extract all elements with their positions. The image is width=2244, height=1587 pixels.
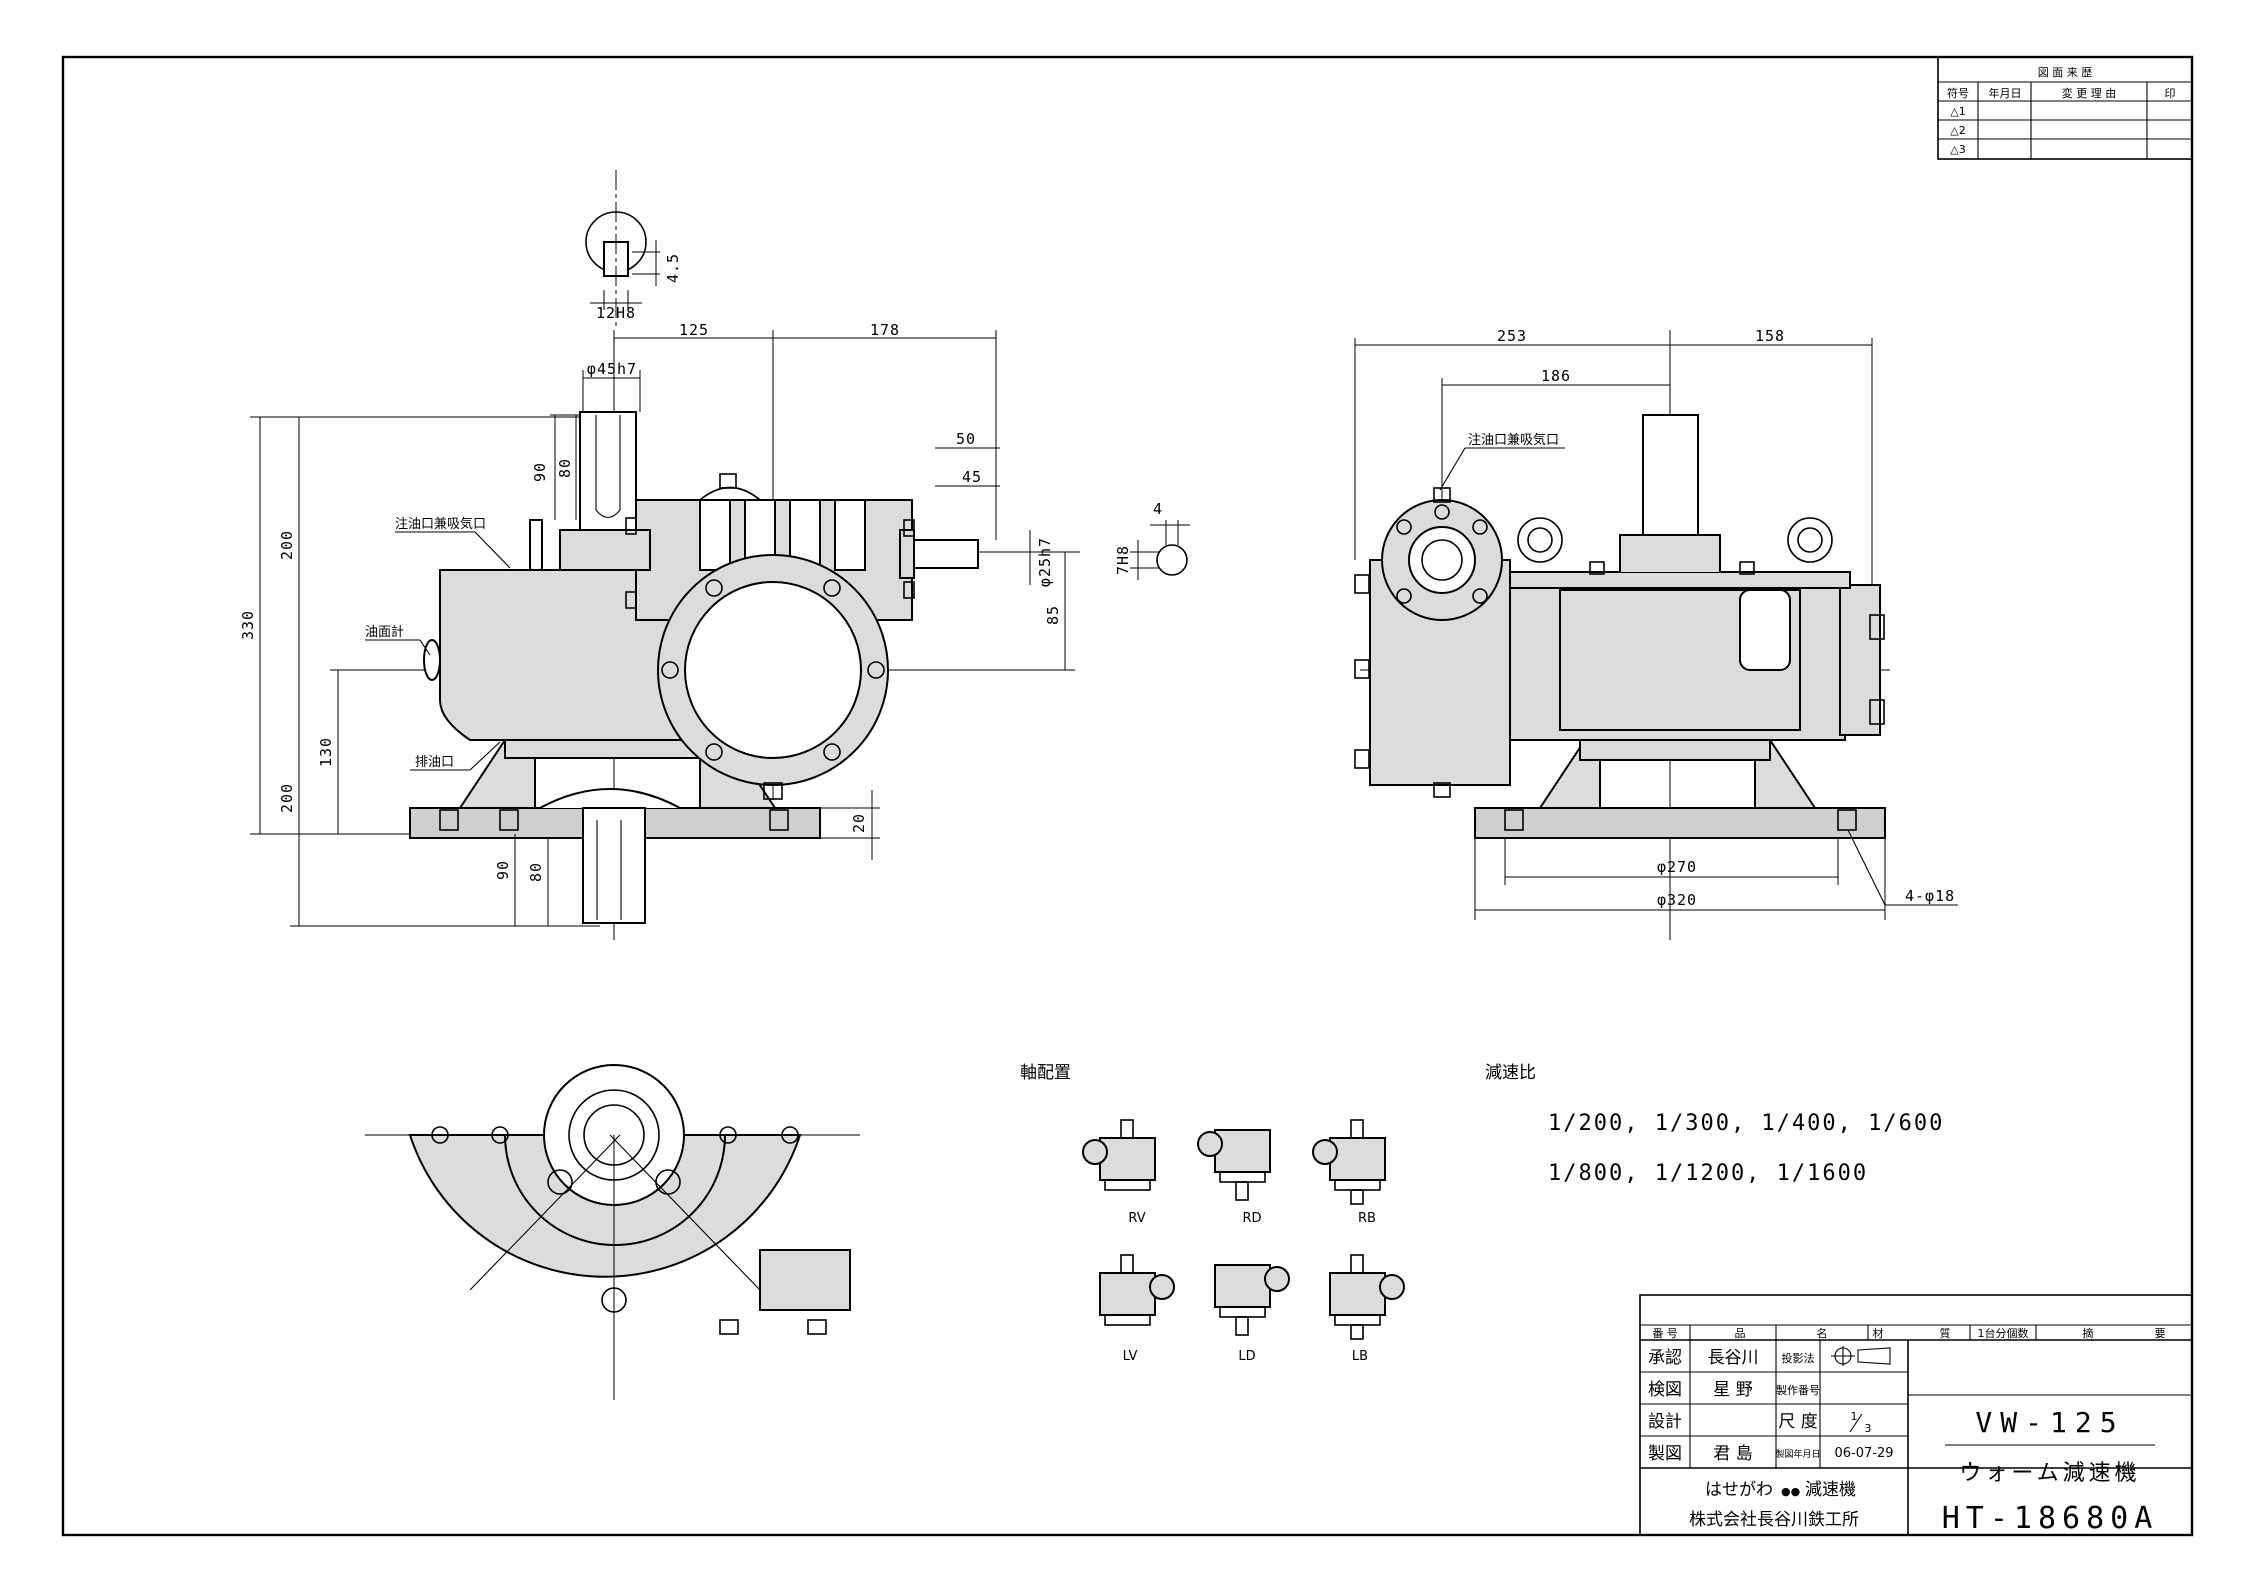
tb-check-name: 星 野 bbox=[1713, 1380, 1752, 1400]
dim-186: 186 bbox=[1541, 367, 1571, 385]
arrangement-label-rd: RD bbox=[1242, 1211, 1261, 1226]
tb-drawno-label: 製作番号 bbox=[1776, 1383, 1820, 1397]
dim-200-lower: 200 bbox=[278, 783, 296, 813]
arrangement-icon-rb bbox=[1312, 1119, 1386, 1205]
tb-header-name: 品 bbox=[1735, 1327, 1746, 1340]
tb-header-quality: 質 bbox=[1940, 1326, 1951, 1340]
arrangement-icon-rd bbox=[1197, 1129, 1271, 1201]
tb-header-material: 材 bbox=[1873, 1326, 1884, 1340]
tb-maker-brand: はせがわ bbox=[1705, 1480, 1773, 1500]
revision-row-3: △3 bbox=[1950, 143, 1965, 156]
tb-header-remarks: 摘 bbox=[2083, 1326, 2094, 1340]
tb-approve-label: 承認 bbox=[1648, 1348, 1682, 1368]
tb-scale-label: 尺 度 bbox=[1778, 1412, 1817, 1432]
tb-approve-name: 長谷川 bbox=[1708, 1348, 1759, 1368]
tb-check-label: 検図 bbox=[1648, 1380, 1682, 1400]
tb-scale-num: 1 bbox=[1851, 1410, 1858, 1423]
shaft-key-depth-dim: 4.5 bbox=[664, 253, 682, 283]
tb-product: ウォーム減速機 bbox=[1959, 1461, 2140, 1486]
tb-scale-den: 3 bbox=[1865, 1422, 1872, 1435]
dim-45: 45 bbox=[962, 468, 982, 486]
tb-date-label: 製図年月日 bbox=[1775, 1448, 1820, 1460]
revision-row-1: △1 bbox=[1950, 105, 1965, 118]
side-view: 253 158 186 φ270 φ320 4-φ18 注油口兼吸気口 bbox=[1354, 327, 1958, 940]
dim-90-bottom: 90 bbox=[494, 860, 512, 880]
dim-4-phi18: 4-φ18 bbox=[1905, 887, 1955, 905]
dim-phi320: φ320 bbox=[1657, 891, 1697, 909]
dim-178: 178 bbox=[870, 321, 900, 339]
tb-header-no: 番 号 bbox=[1652, 1327, 1678, 1340]
tb-drawing-number: HT-18680A bbox=[1942, 1501, 2159, 1536]
projection-symbol-icon bbox=[1831, 1346, 1891, 1366]
bottom-partial-view bbox=[365, 1064, 860, 1400]
arrangement-icon-rv bbox=[1082, 1119, 1156, 1191]
arrangement-label-lv: LV bbox=[1123, 1349, 1138, 1364]
tb-design-label: 設計 bbox=[1648, 1412, 1682, 1432]
key-detail: 7H8 4 bbox=[1114, 500, 1190, 580]
tb-header-name2: 名 bbox=[1817, 1326, 1828, 1340]
label-oil-gauge: 油面計 bbox=[365, 624, 404, 640]
revision-col-code: 符号 bbox=[1947, 87, 1969, 100]
tb-header-remarks2: 要 bbox=[2155, 1327, 2166, 1340]
dim-50: 50 bbox=[956, 430, 976, 448]
label-drain: 排油口 bbox=[415, 755, 454, 770]
arrangement-label-rb: RB bbox=[1358, 1211, 1376, 1226]
tb-date: 06-07-29 bbox=[1834, 1446, 1893, 1461]
revision-row-2: △2 bbox=[1950, 124, 1965, 137]
tb-draw-name: 君 島 bbox=[1713, 1444, 1752, 1464]
reduction-title: 減速比 bbox=[1485, 1063, 1536, 1083]
reduction-line-2: 1/800, 1/1200, 1/1600 bbox=[1548, 1161, 1868, 1186]
revision-col-reason: 変 更 理 由 bbox=[2062, 86, 2117, 100]
dim-200-upper: 200 bbox=[278, 530, 296, 560]
dim-253: 253 bbox=[1497, 327, 1527, 345]
revision-col-seal: 印 bbox=[2165, 87, 2176, 100]
label-oil-inlet-side: 注油口兼吸気口 bbox=[1468, 432, 1559, 448]
front-view: 12H8 4.5 bbox=[239, 170, 1080, 940]
dim-125: 125 bbox=[679, 321, 709, 339]
tb-maker-company: 株式会社長谷川鉄工所 bbox=[1689, 1510, 1859, 1530]
dim-phi270: φ270 bbox=[1657, 858, 1697, 876]
sheet-border bbox=[61, 55, 2194, 1537]
dim-90-top: 90 bbox=[531, 462, 549, 482]
shaft-end-detail: 12H8 4.5 bbox=[585, 211, 682, 322]
arrangement-label-rv: RV bbox=[1128, 1211, 1145, 1226]
revision-table: 図 面 来 歴 符号 年月日 変 更 理 由 印 △1 △2 △3 bbox=[1937, 56, 2193, 160]
dim-phi45h7: φ45h7 bbox=[587, 360, 637, 378]
arrangement-section: 軸配置 RV RD RB LV LD LB bbox=[1020, 1063, 1405, 1364]
dim-80-bottom: 80 bbox=[527, 862, 545, 882]
dim-80-top: 80 bbox=[556, 458, 574, 478]
title-block: 番 号 品 名 材 質 1台分個数 摘 要 承認 長谷川 投影法 検図 星 野 … bbox=[1639, 1294, 2193, 1536]
reduction-line-1: 1/200, 1/300, 1/400, 1/600 bbox=[1548, 1111, 1944, 1136]
reduction-section: 減速比 1/200, 1/300, 1/400, 1/600 1/800, 1/… bbox=[1485, 1063, 1944, 1186]
dim-130: 130 bbox=[317, 737, 335, 767]
label-oil-inlet-front: 注油口兼吸気口 bbox=[395, 516, 486, 532]
tb-header-qty: 1台分個数 bbox=[1978, 1326, 2029, 1340]
arrangement-icon-lv bbox=[1099, 1254, 1175, 1326]
tb-projection-label: 投影法 bbox=[1782, 1351, 1815, 1365]
tb-maker-brand2: 減速機 bbox=[1805, 1480, 1856, 1500]
revision-col-date: 年月日 bbox=[1989, 86, 2022, 100]
arrangement-icon-lb bbox=[1329, 1254, 1405, 1340]
arrangement-label-ld: LD bbox=[1238, 1349, 1255, 1364]
tb-model: VW-125 bbox=[1975, 1406, 2124, 1439]
dim-330: 330 bbox=[239, 610, 257, 640]
revision-table-title: 図 面 来 歴 bbox=[2038, 66, 2093, 79]
arrangement-label-lb: LB bbox=[1352, 1349, 1368, 1364]
tb-draw-label: 製図 bbox=[1648, 1444, 1682, 1464]
dim-4: 4 bbox=[1153, 500, 1163, 518]
arrangement-title: 軸配置 bbox=[1020, 1063, 1071, 1083]
dim-20: 20 bbox=[850, 813, 868, 833]
dim-7h8: 7H8 bbox=[1114, 545, 1132, 575]
dim-158: 158 bbox=[1755, 327, 1785, 345]
arrangement-icon-ld bbox=[1214, 1264, 1290, 1336]
tb-maker-logo-icon: ●● bbox=[1781, 1485, 1800, 1498]
dim-phi25h7: φ25h7 bbox=[1036, 537, 1054, 587]
dim-85: 85 bbox=[1044, 605, 1062, 625]
